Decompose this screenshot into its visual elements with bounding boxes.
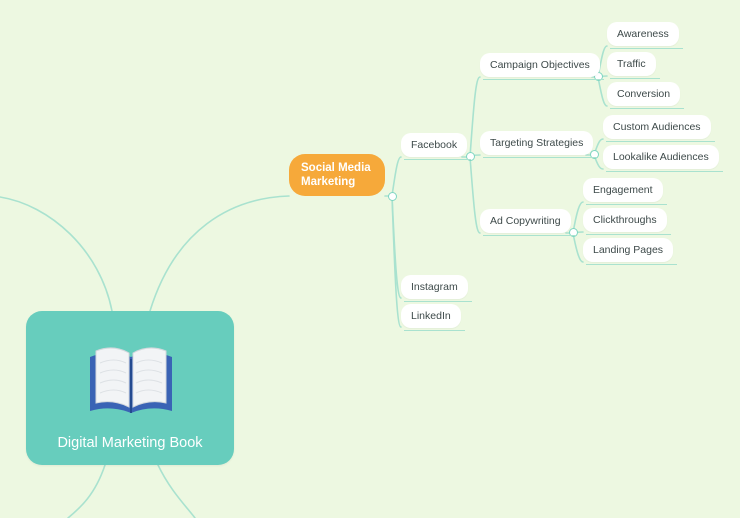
connector-linkedin: [391, 195, 402, 328]
subtopic-engagement[interactable]: Engagement: [583, 178, 667, 205]
topic-campaign-objectives[interactable]: Campaign Objectives: [480, 53, 604, 80]
central-topic-title: Digital Marketing Book: [57, 435, 203, 451]
main-topic-line2: Marketing: [301, 176, 356, 188]
collapse-toggle-targeting[interactable]: [590, 150, 599, 159]
topic-targeting-strategies[interactable]: Targeting Strategies: [480, 131, 598, 158]
connector-awareness: [597, 45, 608, 78]
collapse-toggle-adcopy[interactable]: [569, 228, 578, 237]
topic-ad-copywriting[interactable]: Ad Copywriting: [480, 209, 575, 236]
subtopic-awareness[interactable]: Awareness: [607, 22, 683, 49]
connector-campaign: [469, 76, 481, 158]
main-topic-line1: Social Media: [301, 162, 371, 174]
collapse-toggle-campaign[interactable]: [594, 72, 603, 81]
topic-instagram[interactable]: Instagram: [401, 275, 472, 302]
open-book-icon: [90, 347, 172, 413]
branch-line-right-bottom: [157, 464, 196, 518]
collapse-toggle-facebook[interactable]: [466, 152, 475, 161]
subtopic-custom-audiences[interactable]: Custom Audiences: [603, 115, 715, 142]
collapse-toggle-main[interactable]: [388, 192, 397, 201]
topic-linkedin[interactable]: LinkedIn: [401, 304, 465, 331]
subtopic-lookalike-audiences[interactable]: Lookalike Audiences: [603, 145, 723, 172]
connector-engagement: [572, 201, 584, 234]
connector-landing: [572, 232, 584, 263]
central-topic[interactable]: Digital Marketing Book: [26, 311, 234, 465]
connector-conversion: [597, 76, 608, 107]
main-topic-social-media[interactable]: Social Media Marketing: [289, 154, 385, 196]
subtopic-clickthroughs[interactable]: Clickthroughs: [583, 208, 671, 235]
branch-line-left-bottom: [67, 464, 106, 518]
connector-adcopy: [469, 156, 481, 234]
subtopic-conversion[interactable]: Conversion: [607, 82, 685, 109]
topic-facebook[interactable]: Facebook: [401, 133, 472, 160]
subtopic-traffic[interactable]: Traffic: [607, 52, 660, 79]
branch-line-left-top: [0, 196, 113, 312]
branch-line-main: [149, 195, 290, 312]
connector-facebook: [391, 156, 402, 197]
subtopic-landing-pages[interactable]: Landing Pages: [583, 238, 678, 265]
